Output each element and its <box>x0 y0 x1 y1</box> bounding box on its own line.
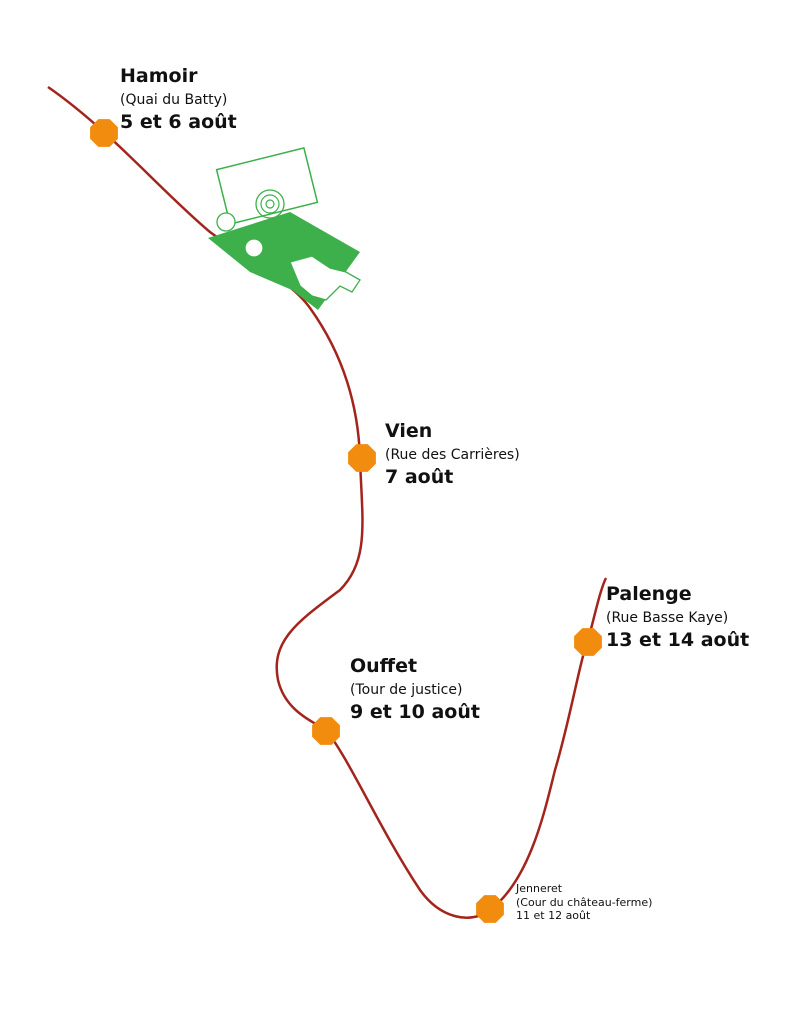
stop-town: Vien <box>385 420 433 442</box>
stop-dates: 5 et 6 août <box>120 110 237 133</box>
stop-town: Palenge <box>606 583 692 605</box>
stop-marker-hamoir <box>90 119 118 147</box>
horse-drawn-caravan-icon <box>208 147 361 310</box>
stop-town: Jenneret <box>516 882 563 895</box>
stop-town: Ouffet <box>350 655 418 677</box>
stop-label-palenge: Palenge (Rue Basse Kaye) 13 et 14 août <box>606 583 750 652</box>
stop-place: (Quai du Batty) <box>120 91 228 108</box>
stop-marker-vien <box>348 444 376 472</box>
stop-label-jenneret: Jenneret (Cour du château-ferme) 11 et 1… <box>516 882 652 923</box>
stop-place: (Rue Basse Kaye) <box>606 609 729 626</box>
stop-dates: 11 et 12 août <box>516 909 591 923</box>
stop-place: (Cour du château-ferme) <box>516 895 653 909</box>
stop-place: (Tour de justice) <box>350 681 463 698</box>
stop-town: Hamoir <box>120 65 198 87</box>
stop-marker-palenge <box>574 628 602 656</box>
stop-marker-ouffet <box>312 717 340 745</box>
stop-dates: 9 et 10 août <box>350 700 480 723</box>
stop-dates: 7 août <box>385 465 454 488</box>
stop-place: (Rue des Carrières) <box>385 446 520 463</box>
stop-dates: 13 et 14 août <box>606 628 750 651</box>
stop-label-ouffet: Ouffet (Tour de justice) 9 et 10 août <box>350 655 480 724</box>
route-line <box>47 85 608 919</box>
stop-label-vien: Vien (Rue des Carrières) 7 août <box>385 420 520 489</box>
stop-marker-jenneret <box>476 895 504 923</box>
stop-label-hamoir: Hamoir (Quai du Batty) 5 et 6 août <box>120 65 237 134</box>
